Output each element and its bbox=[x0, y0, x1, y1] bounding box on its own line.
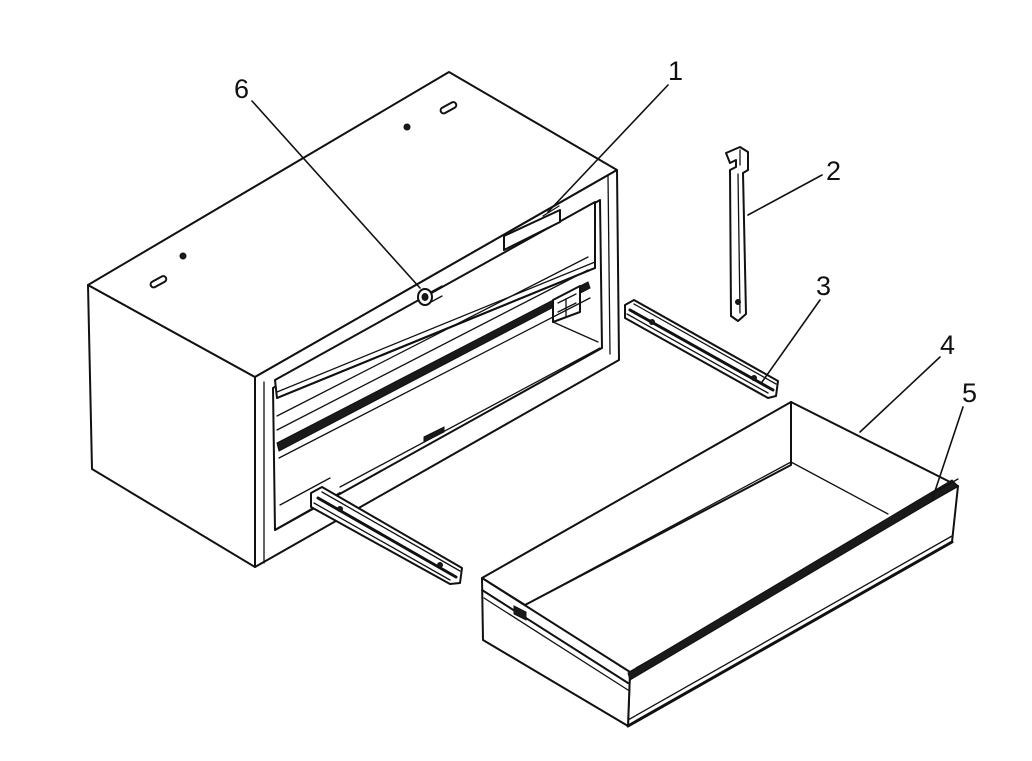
tool-chest-cabinet bbox=[87, 71, 620, 568]
top-drawer-handle bbox=[503, 209, 561, 251]
callout-1: 1 bbox=[668, 56, 684, 86]
part-2-lock-bar bbox=[725, 146, 749, 322]
callout-4: 4 bbox=[940, 330, 956, 360]
top-slot-right bbox=[439, 101, 458, 115]
part-3-drawer-slide bbox=[624, 299, 779, 399]
leader-2 bbox=[747, 174, 823, 216]
drawer-back-wall bbox=[481, 401, 792, 606]
lock-icon bbox=[417, 285, 443, 306]
drawer-front-face bbox=[481, 577, 631, 727]
part-4-drawer bbox=[481, 401, 959, 728]
upper-drawer-rail bbox=[276, 281, 591, 452]
top-hole-right bbox=[403, 123, 411, 131]
callout-6: 6 bbox=[234, 74, 250, 104]
left-drawer-slide bbox=[310, 486, 463, 585]
top-slot-left bbox=[149, 275, 168, 289]
leader-6 bbox=[251, 100, 421, 289]
leader-1 bbox=[547, 84, 669, 213]
top-hole-left bbox=[179, 252, 187, 260]
callout-3: 3 bbox=[816, 271, 832, 301]
leader-3 bbox=[761, 299, 821, 383]
leader-4 bbox=[859, 356, 941, 433]
leader-5 bbox=[931, 406, 964, 501]
callout-2: 2 bbox=[826, 156, 842, 186]
callout-5: 5 bbox=[962, 378, 978, 408]
